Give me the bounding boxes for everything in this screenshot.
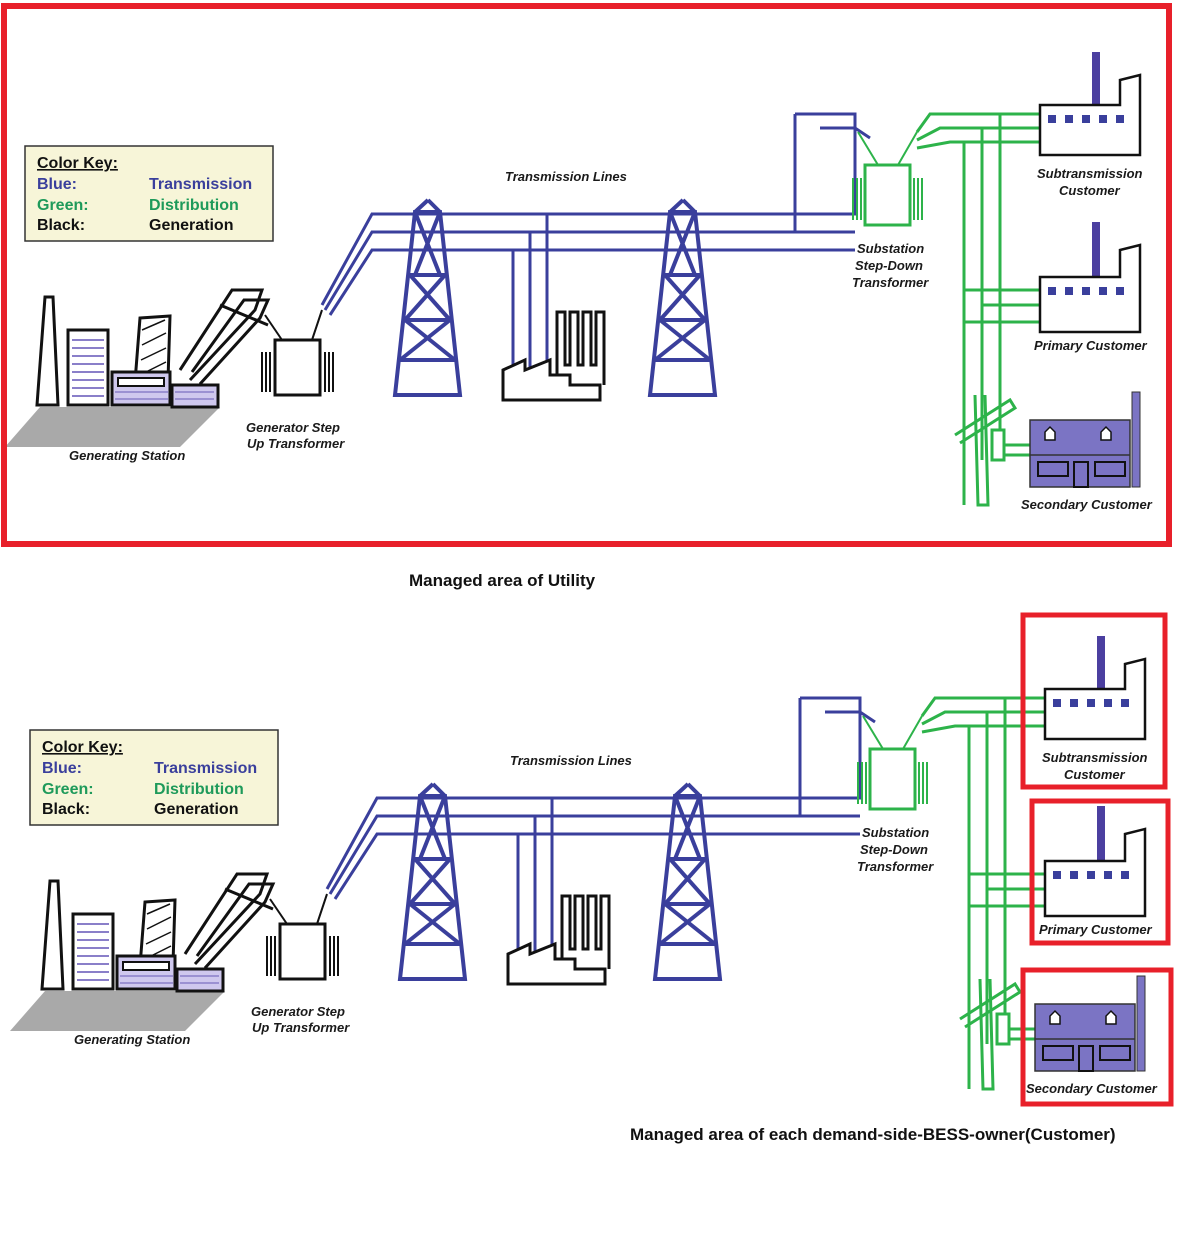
substation-label-2: Step-Down (860, 842, 928, 857)
subtransmission-label-1: Subtransmission (1042, 750, 1148, 765)
color-key-1: Color Key: Blue: Transmission Green: Dis… (37, 155, 252, 234)
utility-highlight-frame (1, 3, 1172, 547)
key-blue-label: Blue: (37, 176, 77, 193)
key-black-value: Generation (149, 217, 233, 234)
generator-label-2: Up Transformer (247, 436, 345, 451)
substation-label-3: Transformer (852, 275, 929, 290)
subtransmission-label-2: Customer (1064, 767, 1126, 782)
grid-diagram-utility (3, 50, 1142, 507)
key-green-value: Distribution (154, 781, 244, 798)
customer-text-layer: Color Key: Blue: Transmission Green: Dis… (42, 739, 1158, 1096)
color-key-2: Color Key: Blue: Transmission Green: Dis… (42, 739, 257, 818)
primary-highlight-frame (1029, 798, 1171, 946)
generator-label-1: Generator Step (246, 420, 340, 435)
color-key-title: Color Key: (42, 739, 123, 756)
primary-customer-label: Primary Customer (1039, 922, 1153, 937)
subtransmission-highlight-frame (1020, 612, 1168, 790)
utility-panel (1, 3, 1172, 547)
secondary-highlight-frame (1020, 967, 1174, 1107)
key-green-value: Distribution (149, 197, 239, 214)
secondary-customer-label: Secondary Customer (1021, 497, 1153, 512)
key-green-label: Green: (37, 197, 89, 214)
customer-panel (8, 634, 1147, 1091)
key-blue-value: Transmission (149, 176, 252, 193)
substation-label-1: Substation (862, 825, 929, 840)
secondary-customer-label: Secondary Customer (1026, 1081, 1158, 1096)
subtransmission-label-2: Customer (1059, 183, 1121, 198)
key-black-label: Black: (42, 801, 90, 818)
substation-label-3: Transformer (857, 859, 934, 874)
transmission-lines-label: Transmission Lines (505, 169, 627, 184)
substation-label-2: Step-Down (855, 258, 923, 273)
generator-label-1: Generator Step (251, 1004, 345, 1019)
key-blue-value: Transmission (154, 760, 257, 777)
subtransmission-label-1: Subtransmission (1037, 166, 1143, 181)
transmission-lines-label: Transmission Lines (510, 753, 632, 768)
generating-station-label: Generating Station (74, 1032, 190, 1047)
primary-customer-label: Primary Customer (1034, 338, 1148, 353)
generator-label-2: Up Transformer (252, 1020, 350, 1035)
key-green-label: Green: (42, 781, 94, 798)
key-black-value: Generation (154, 801, 238, 818)
key-black-label: Black: (37, 217, 85, 234)
substation-label-1: Substation (857, 241, 924, 256)
generating-station-label: Generating Station (69, 448, 185, 463)
grid-diagram-customer (8, 634, 1147, 1091)
key-blue-label: Blue: (42, 760, 82, 777)
color-key-title: Color Key: (37, 155, 118, 172)
utility-caption: Managed area of Utility (409, 571, 596, 590)
customer-caption: Managed area of each demand-side-BESS-ow… (630, 1125, 1116, 1144)
